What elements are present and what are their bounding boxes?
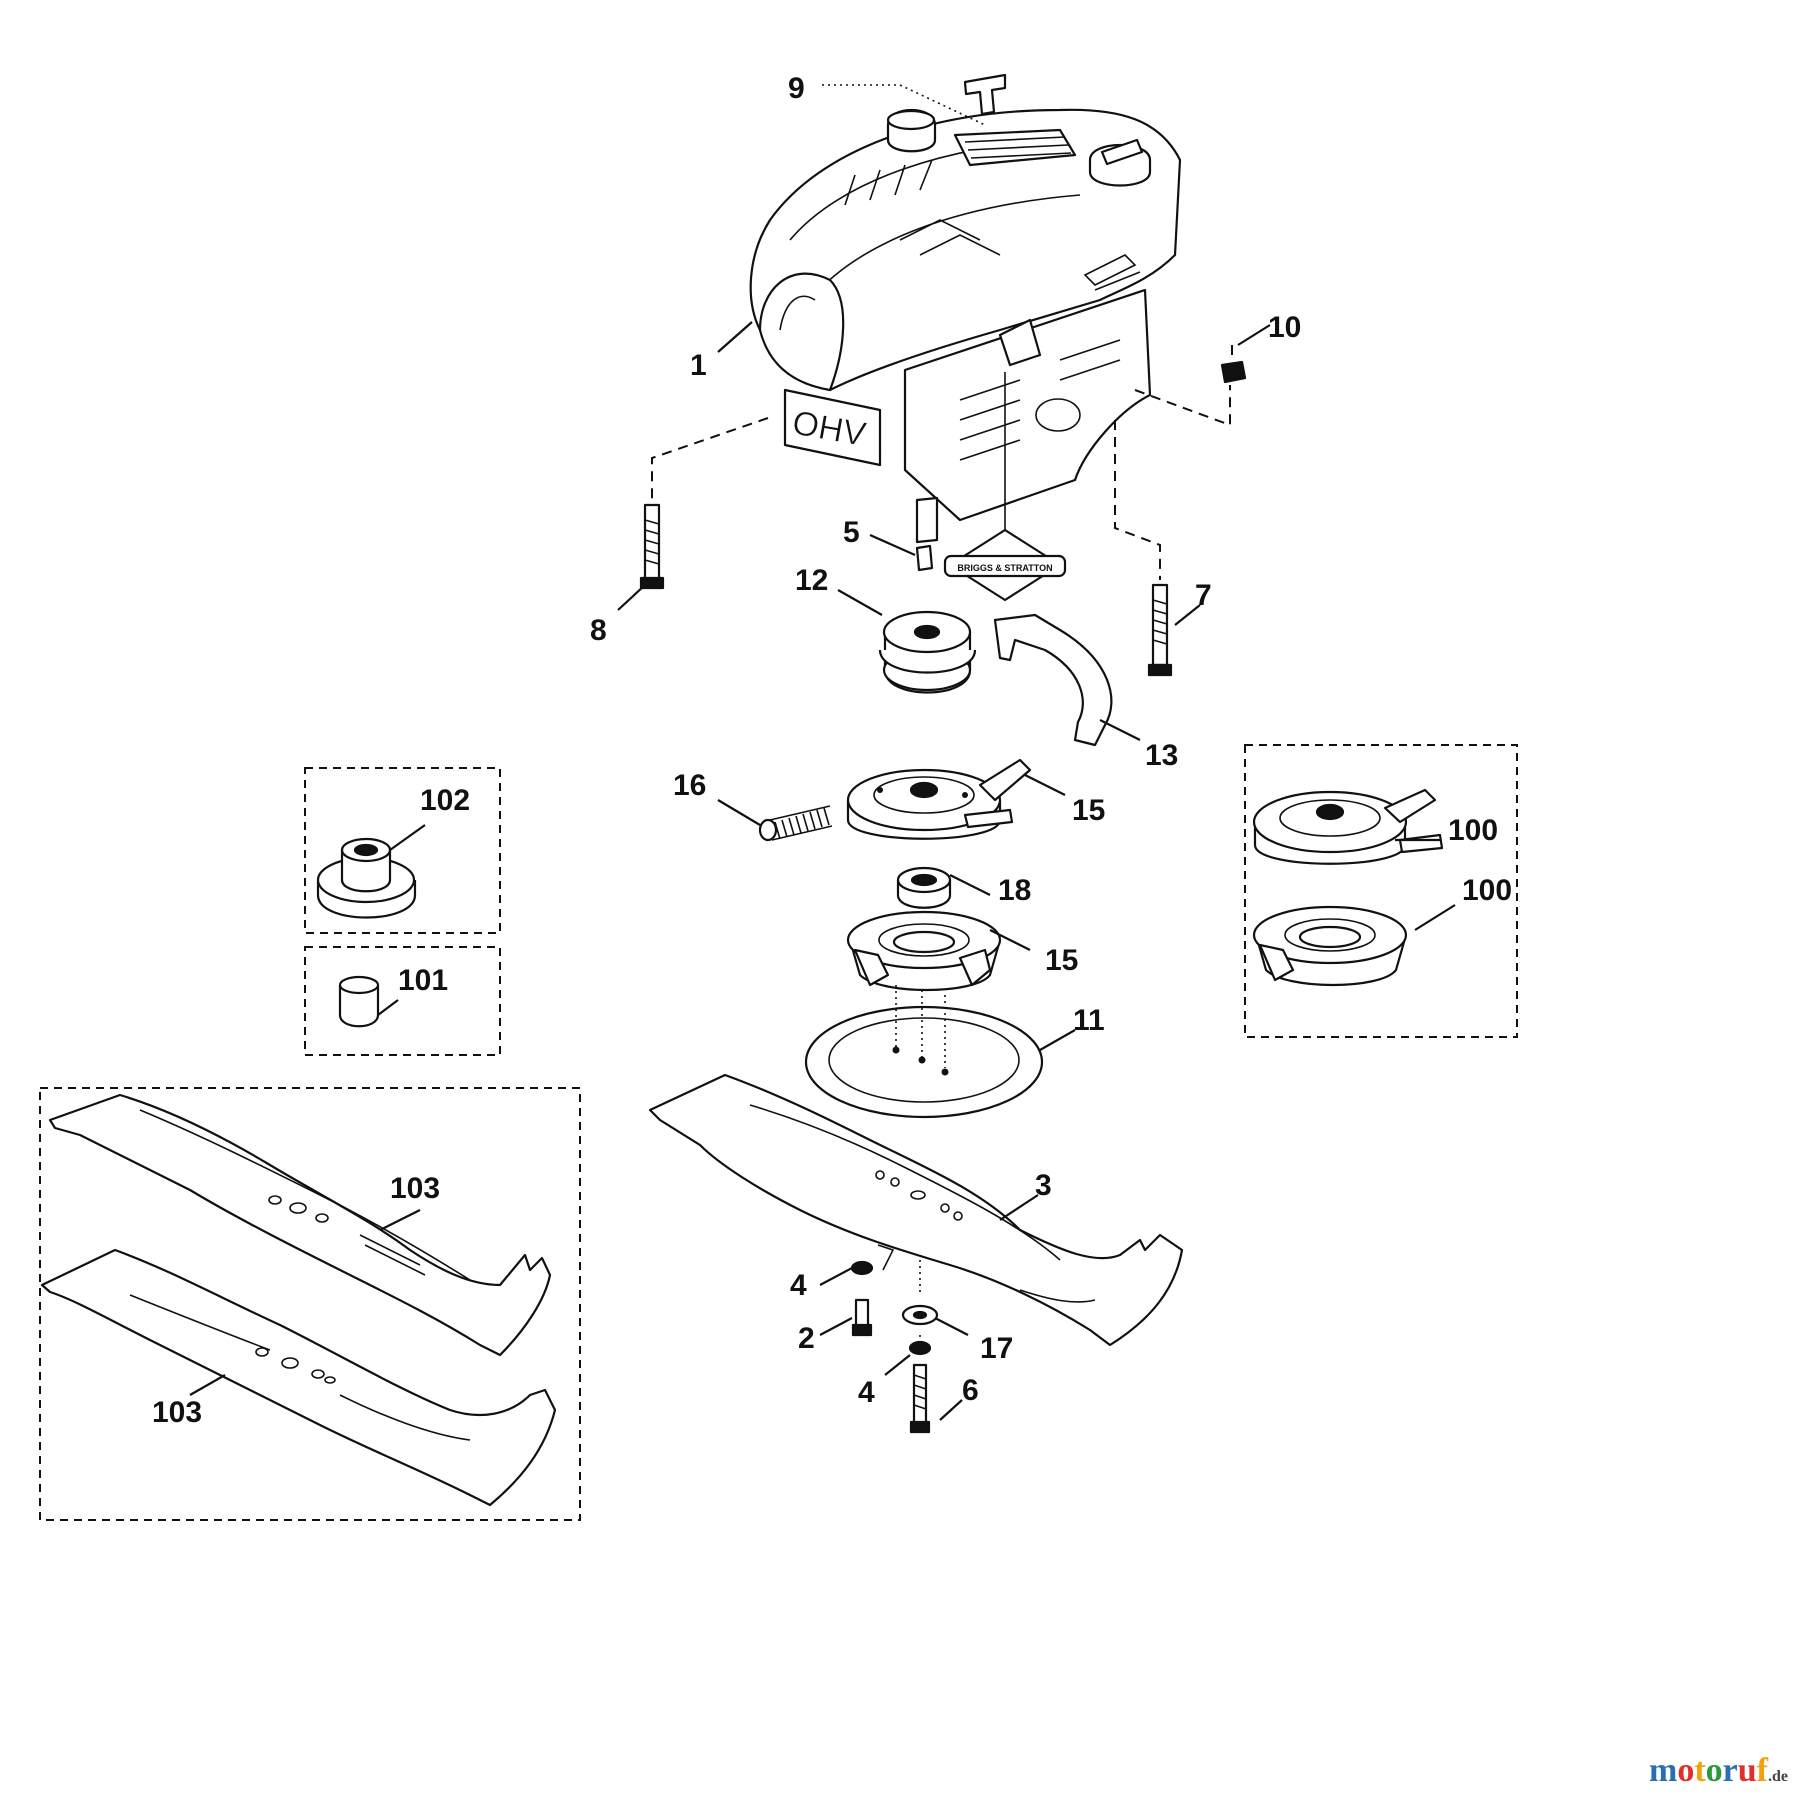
callout-12: 12: [795, 564, 828, 597]
brand-decal-text: BRIGGS & STRATTON: [957, 563, 1052, 573]
option-box-100: [1244, 744, 1518, 1038]
part-103-blade-upper: [48, 1093, 552, 1357]
part-102-pulley: [316, 837, 417, 919]
option-box-103: [39, 1087, 581, 1521]
part-8-bolt: [639, 503, 665, 590]
part-101-bushing: [338, 975, 380, 1028]
callout-18: 18: [998, 874, 1031, 907]
part-11-disc: [804, 985, 1044, 1119]
watermark-letter: m: [1649, 1752, 1678, 1789]
part-5-key: [915, 544, 934, 572]
callout-11: 11: [1073, 1004, 1105, 1037]
part-7-bolt: [1147, 583, 1173, 677]
callout-6: 6: [962, 1374, 979, 1407]
part-12-pulley: [878, 610, 977, 694]
callout-5: 5: [843, 516, 860, 549]
callout-15-lower: 15: [1045, 944, 1078, 977]
callout-102: 102: [420, 784, 470, 817]
watermark-tld: .de: [1768, 1768, 1788, 1785]
part-2-bolt: [851, 1298, 873, 1337]
part-100-clutch-bottom: [1252, 905, 1408, 987]
part-18-bearing: [896, 866, 952, 909]
callout-103-upper: 103: [390, 1172, 440, 1205]
callout-10: 10: [1268, 311, 1301, 344]
watermark-letter: t: [1694, 1752, 1706, 1789]
part-15-clutch-bottom: [846, 910, 1002, 992]
watermark-letter: o: [1705, 1752, 1723, 1789]
part-15-clutch-top: [846, 758, 1032, 840]
callout-4-upper: 4: [790, 1269, 807, 1302]
callout-7: 7: [1195, 579, 1212, 612]
watermark-letter: f: [1756, 1752, 1768, 1789]
watermark-logo: motoruf.de: [1649, 1752, 1788, 1790]
callout-100-lower: 100: [1462, 874, 1512, 907]
callout-9: 9: [788, 72, 805, 105]
callout-13: 13: [1145, 739, 1178, 772]
watermark-letter: o: [1677, 1752, 1695, 1789]
part-16-spring: [758, 805, 833, 842]
part-4-washer-lower: [908, 1340, 932, 1356]
watermark-letter: r: [1722, 1752, 1738, 1789]
option-box-101: [304, 946, 501, 1056]
part-6-bolt: [909, 1363, 931, 1434]
part-10-nut: [1220, 345, 1247, 384]
callout-3: 3: [1035, 1169, 1052, 1202]
callout-100-upper: 100: [1448, 814, 1498, 847]
callout-4-lower: 4: [858, 1376, 875, 1409]
callout-16: 16: [673, 769, 706, 802]
watermark-letter: u: [1737, 1752, 1757, 1789]
callout-15-upper: 15: [1072, 794, 1105, 827]
part-17-washer: [901, 1304, 939, 1326]
engine: OHV BRIGGS & STRATTON: [749, 73, 1182, 602]
part-103-blade-lower: [40, 1248, 557, 1507]
part-100-clutch-top: [1252, 788, 1444, 865]
callout-2: 2: [798, 1322, 815, 1355]
part-4-washer-upper: [850, 1244, 895, 1276]
callout-17: 17: [980, 1332, 1013, 1365]
callout-103-lower: 103: [152, 1396, 202, 1429]
callout-101: 101: [398, 964, 448, 997]
part-3-blade: [648, 1073, 1184, 1347]
brand-decal: BRIGGS & STRATTON: [943, 528, 1067, 602]
part-13-bracket: [993, 613, 1113, 747]
callout-8: 8: [590, 614, 607, 647]
option-box-102: [304, 767, 501, 934]
callout-1: 1: [690, 349, 707, 382]
